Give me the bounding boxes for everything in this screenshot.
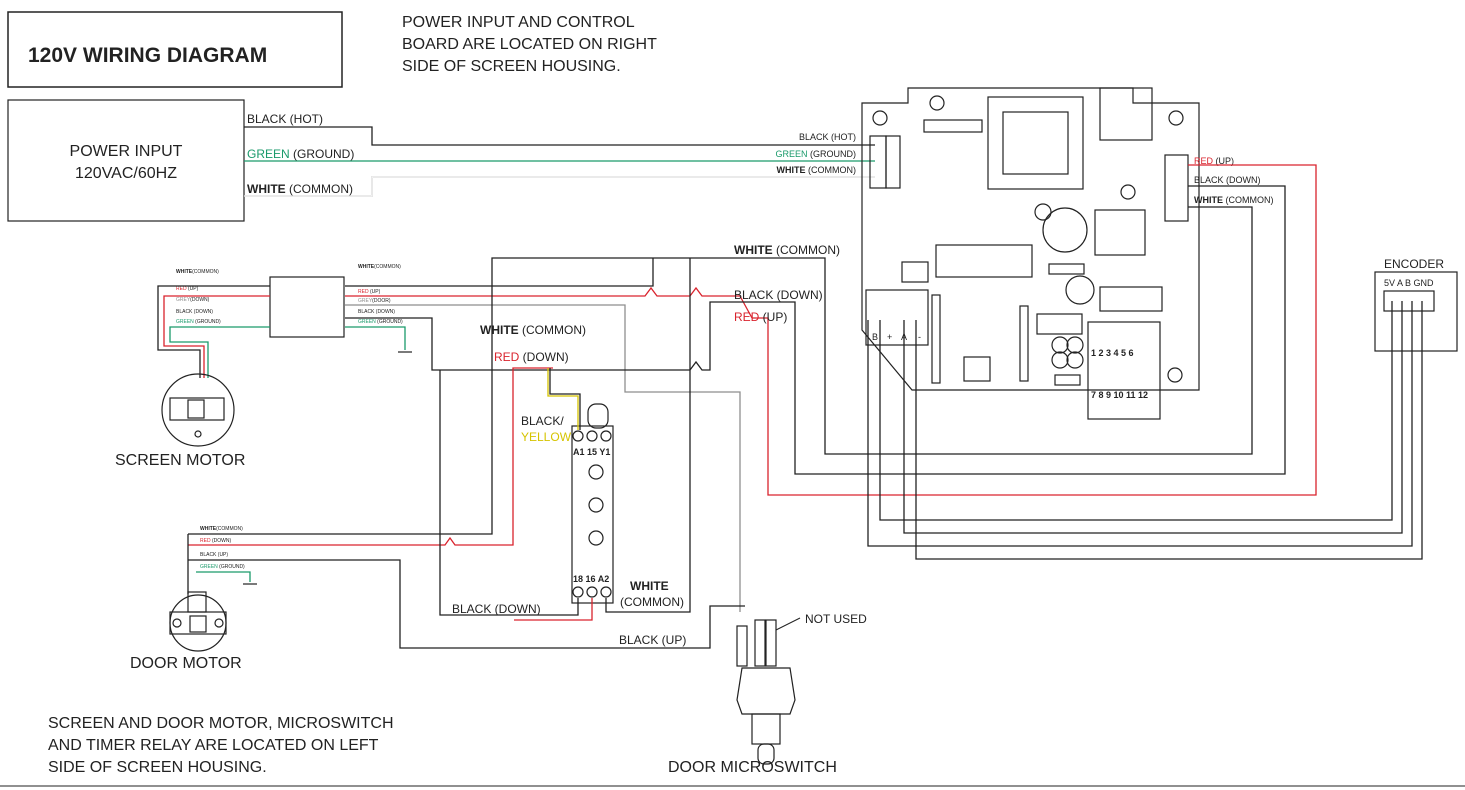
label-red-up: RED (UP) [734,310,787,324]
board-label-black-hot: BLACK (HOT) [799,132,856,142]
power-input-line2: 120VAC/60HZ [75,165,177,182]
svg-text:-: - [918,332,921,342]
wire-door-black-up [188,559,745,649]
encoder-pins: 5V A B GND [1384,278,1434,288]
wire-black-yellow-core [549,368,581,430]
wire-black-yellow [547,368,579,430]
wire-door-common [188,257,653,535]
svg-text:GREY(DOWN): GREY(DOWN) [176,297,210,303]
screen-motor-label: SCREEN MOTOR [115,452,245,469]
label-white-common-relay-2: (COMMON) [620,595,684,609]
svg-text:WHITE(COMMON): WHITE(COMMON) [358,264,401,270]
svg-text:B: B [872,332,878,342]
door-motor [169,591,227,652]
board-label-red-up: RED (UP) [1194,156,1234,166]
screen-motor-lead-bundle [157,285,270,378]
board-label-white-common: WHITE (COMMON) [777,165,857,175]
svg-text:BLACK (DOWN): BLACK (DOWN) [358,309,395,315]
label-black-yellow-2: YELLOW [521,430,572,444]
screen-motor-lead-red [163,295,270,378]
wire-white-common-board [653,206,1253,455]
wire-relay-black-down [439,370,579,616]
board-label-green-ground: GREEN (GROUND) [775,149,856,159]
svg-text:SCREEN AND DOOR MOTOR, MICROSW: SCREEN AND DOOR MOTOR, MICROSWITCH [48,715,394,732]
note-bottom: SCREEN AND DOOR MOTOR, MICROSWITCH AND T… [48,715,394,776]
svg-text:BOARD ARE LOCATED ON RIGHT: BOARD ARE LOCATED ON RIGHT [402,36,657,53]
svg-text:+: + [887,332,892,342]
svg-text:WHITE(COMMON): WHITE(COMMON) [200,526,243,532]
encoder-box [1374,271,1458,352]
svg-text:AND TIMER RELAY ARE LOCATED ON: AND TIMER RELAY ARE LOCATED ON LEFT [48,737,379,754]
wire-encoder-a [903,301,1403,534]
terminal-numbers-bottom: 7 8 9 10 11 12 [1091,390,1148,400]
encoder-connector [1383,290,1435,312]
label-black-hot: BLACK (HOT) [247,112,323,126]
wire-relay-white-common [605,258,691,613]
control-board [861,87,1200,420]
wire-encoder-gnd [915,301,1423,560]
door-motor-label: DOOR MOTOR [130,655,242,672]
relay-top-terminals: A1 15 Y1 [573,447,610,457]
svg-text:RED (DOWN): RED (DOWN) [200,538,231,544]
wire-red-up-board [752,164,1317,496]
relay-bottom-terminals: 18 16 A2 [573,574,609,584]
svg-text:GREY(DOOR): GREY(DOOR) [358,298,391,304]
wire-encoder-b [867,301,1413,547]
door-microswitch-label: DOOR MICROSWITCH [668,759,837,776]
wire-door-red-down [188,367,553,546]
screen-motor-leads: WHITE(COMMON) RED (UP) GREY(DOWN) BLACK … [176,269,221,325]
encoder-label: ENCODER [1384,257,1444,271]
svg-text:POWER INPUT AND CONTROL: POWER INPUT AND CONTROL [402,14,635,31]
screen-motor [161,373,235,447]
wire-door-green-ground [196,571,251,582]
note-top: POWER INPUT AND CONTROL BOARD ARE LOCATE… [402,14,657,75]
label-black-down-top: BLACK (DOWN) [734,288,823,302]
svg-text:BLACK (UP): BLACK (UP) [200,552,228,558]
wire-black-down-board [752,185,1286,475]
svg-text:SIDE OF SCREEN HOUSING.: SIDE OF SCREEN HOUSING. [48,759,267,776]
svg-text:RED (UP): RED (UP) [176,286,199,292]
screen-connector [269,276,345,338]
svg-text:SIDE OF SCREEN HOUSING.: SIDE OF SCREEN HOUSING. [402,58,621,75]
label-black-up: BLACK (UP) [619,633,686,647]
svg-text:GREEN (GROUND): GREEN (GROUND) [358,319,403,325]
svg-text:GREEN (GROUND): GREEN (GROUND) [176,319,221,325]
door-motor-leads: WHITE(COMMON) RED (DOWN) BLACK (UP) GREE… [200,526,245,570]
board-label-black-down: BLACK (DOWN) [1194,175,1261,185]
terminal-numbers-top: 1 2 3 4 5 6 [1091,348,1134,358]
wire-green-screen-ground [345,326,406,350]
wire-white-screen-common [345,258,654,287]
label-black-down-bottom: BLACK (DOWN) [452,602,541,616]
door-microswitch [736,619,796,765]
label-white-common-top: WHITE (COMMON) [734,243,840,257]
power-input-box [7,99,245,222]
label-white-common: WHITE (COMMON) [247,182,353,196]
wire-grey-screen-down [345,304,741,612]
not-used-label: NOT USED [805,612,867,626]
board-label-white-common-right: WHITE (COMMON) [1194,195,1274,205]
screen-connector-leads: WHITE(COMMON) RED (UP) GREY(DOOR) BLACK … [358,264,403,325]
screen-motor-lead-green [169,326,270,378]
not-used-leader [775,617,801,631]
title-box [7,11,343,88]
label-red-down: RED (DOWN) [494,350,569,364]
wire-white-common-inner [244,176,875,197]
svg-text:GREEN (GROUND): GREEN (GROUND) [200,564,245,570]
wire-red-screen-up [345,286,753,319]
svg-text:BLACK (DOWN): BLACK (DOWN) [176,309,213,315]
wire-black-hot [244,126,875,146]
label-black-yellow-1: BLACK/ [521,414,564,428]
power-input-line1: POWER INPUT [70,143,183,160]
wire-encoder-5v [879,301,1393,521]
wire-black-screen-down [345,301,752,371]
svg-text:RED (UP): RED (UP) [358,289,381,295]
label-white-common-mid: WHITE (COMMON) [480,323,586,337]
diagram-title: 120V WIRING DIAGRAM [28,44,267,67]
label-green-ground: GREEN (GROUND) [247,147,354,161]
svg-text:WHITE(COMMON): WHITE(COMMON) [176,269,219,275]
label-white-common-relay: WHITE [630,579,669,593]
wire-relay-red [514,598,593,621]
